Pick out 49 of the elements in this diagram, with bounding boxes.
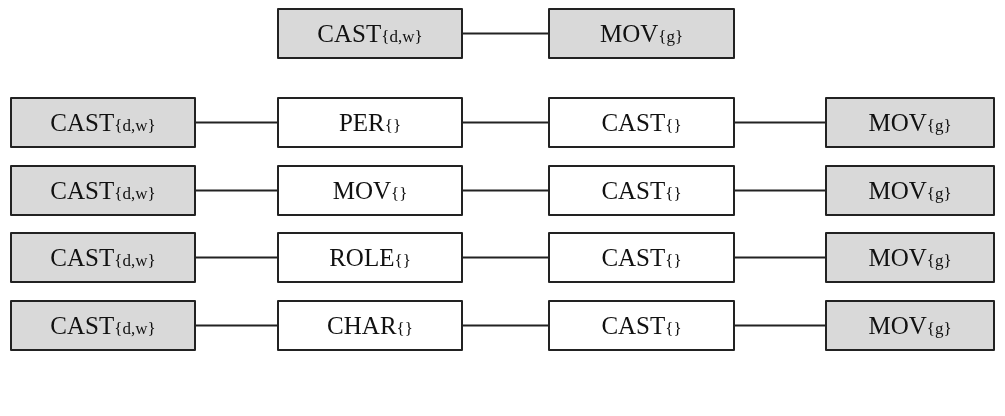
entity-label: MOV{g} xyxy=(599,19,684,48)
connector-line xyxy=(734,324,826,327)
entity-box xyxy=(825,300,995,351)
entity-box xyxy=(825,165,995,216)
entity-label: CAST{d,w} xyxy=(50,108,156,137)
entity-box xyxy=(548,97,735,148)
entity-box xyxy=(277,300,463,351)
entity-box xyxy=(825,232,995,283)
entity-label: CAST{} xyxy=(601,176,682,205)
entity-label: ROLE{} xyxy=(329,243,411,272)
entity-label: MOV{g} xyxy=(868,108,952,137)
entity-box xyxy=(548,8,735,59)
entity-label: MOV{g} xyxy=(868,176,952,205)
entity-box xyxy=(10,97,196,148)
connector-line xyxy=(462,121,549,124)
connector-line xyxy=(734,121,826,124)
entity-label: MOV{g} xyxy=(868,243,952,272)
entity-box xyxy=(277,8,463,59)
entity-label: CAST{d,w} xyxy=(50,176,156,205)
connector-line xyxy=(195,121,278,124)
entity-label: CAST{} xyxy=(601,311,682,340)
connector-line xyxy=(195,189,278,192)
entity-box xyxy=(277,97,463,148)
entity-box xyxy=(10,165,196,216)
connector-line xyxy=(462,32,549,35)
entity-label: CAST{} xyxy=(601,243,682,272)
entity-box xyxy=(10,232,196,283)
entity-box xyxy=(10,300,196,351)
entity-box xyxy=(825,97,995,148)
entity-box xyxy=(548,165,735,216)
entity-box xyxy=(548,232,735,283)
entity-label: CAST{} xyxy=(601,108,682,137)
connector-line xyxy=(195,256,278,259)
entity-label: CHAR{} xyxy=(327,311,413,340)
entity-label: MOV{} xyxy=(332,176,408,205)
entity-label: CAST{d,w} xyxy=(317,19,423,48)
entity-label: PER{} xyxy=(338,108,402,137)
entity-label: CAST{d,w} xyxy=(50,311,156,340)
connector-line xyxy=(195,324,278,327)
entity-box xyxy=(277,232,463,283)
connector-line xyxy=(462,189,549,192)
entity-box xyxy=(277,165,463,216)
connector-line xyxy=(462,256,549,259)
entity-label: CAST{d,w} xyxy=(50,243,156,272)
entity-box xyxy=(548,300,735,351)
connector-line xyxy=(734,256,826,259)
connector-line xyxy=(462,324,549,327)
entity-label: MOV{g} xyxy=(868,311,952,340)
connector-line xyxy=(734,189,826,192)
